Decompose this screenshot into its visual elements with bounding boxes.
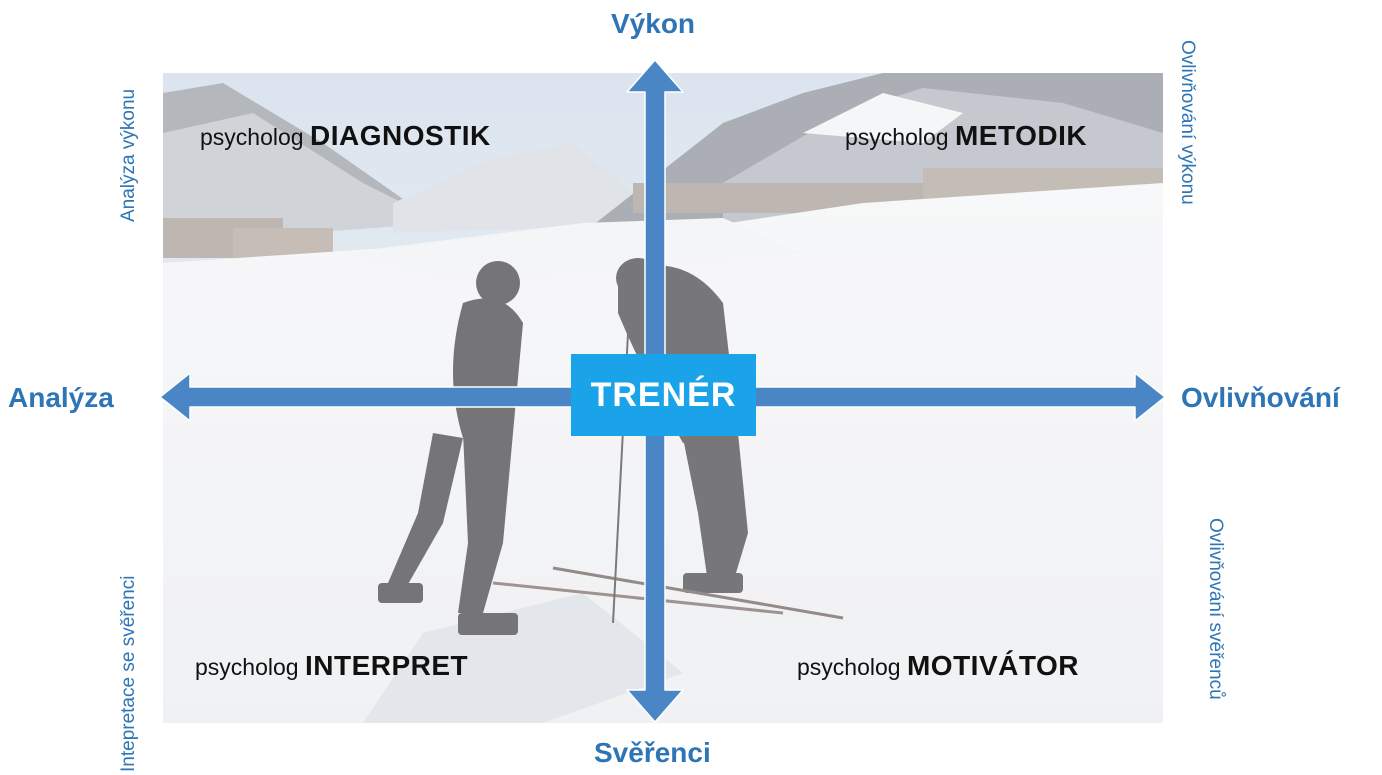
quadrant-top-right: psycholog METODIK <box>845 120 1087 152</box>
quadrant-prefix: psycholog <box>845 124 949 150</box>
quadrant-role: METODIK <box>954 120 1088 151</box>
quadrant-bottom-right: psycholog MOTIVÁTOR <box>797 650 1079 682</box>
side-label-right-top: Ovlivňování výkonu <box>1177 40 1198 205</box>
side-label-right-bottom: Ovlivňování svěřenců <box>1205 518 1226 700</box>
axis-label-right: Ovlivňování <box>1181 382 1340 413</box>
quadrant-prefix: psycholog <box>200 124 304 150</box>
quadrant-role: DIAGNOSTIK <box>309 120 491 151</box>
quadrant-role: INTERPRET <box>304 650 469 681</box>
quadrant-prefix: psycholog <box>797 654 901 680</box>
side-label-left-top: Analýza výkonu <box>118 88 139 222</box>
axis-label-bottom: Svěřenci <box>594 737 711 768</box>
quadrant-bottom-left: psycholog INTERPRET <box>195 650 468 682</box>
quadrant-prefix: psycholog <box>195 654 299 680</box>
axis-label-left: Analýza <box>8 382 114 413</box>
quadrant-role: MOTIVÁTOR <box>906 650 1079 681</box>
side-label-left-bottom: Intepretace se svěřenci <box>118 575 139 772</box>
center-coach-box: TRENÉR <box>571 354 756 436</box>
quadrant-top-left: psycholog DIAGNOSTIK <box>200 120 491 152</box>
axis-label-top: Výkon <box>611 8 696 39</box>
